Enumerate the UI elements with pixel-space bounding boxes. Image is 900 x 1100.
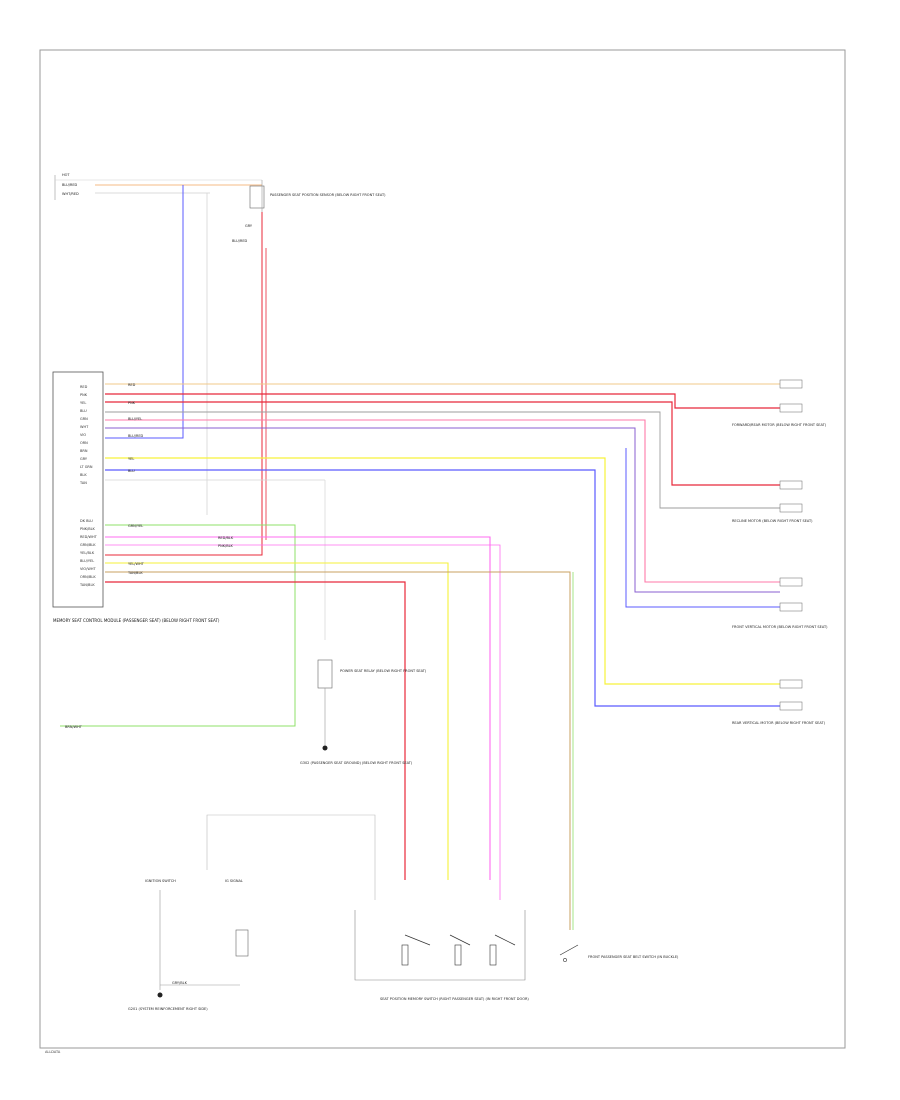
ground-bottom-label: G201 (SYSTEM REINFORCEMENT RIGHT SIDE) xyxy=(128,1007,208,1011)
wire-yellow-motor4 xyxy=(105,457,780,685)
module-pin: ORN xyxy=(80,441,88,445)
module-pin: YEL xyxy=(80,401,86,405)
sensor-pin-b: BLU/RED xyxy=(232,239,248,243)
wire-tag-labels: RED PNK BLU/YEL BLU/RED YEL BLU GRN/YEL … xyxy=(65,383,234,729)
top-hot-label: HOT xyxy=(62,173,70,177)
wire-red-sensor-1 xyxy=(105,212,263,556)
wire-yellow-switch xyxy=(105,562,449,880)
module-pin: BLU xyxy=(80,409,87,413)
top-wire1-label: BLU/RED xyxy=(62,183,78,187)
module-pin: GRY xyxy=(80,457,88,461)
motor-labels: FORWARD/REAR MOTOR (BELOW RIGHT FRONT SE… xyxy=(732,379,828,725)
module-pin: TAN xyxy=(79,481,87,485)
motor4-label: REAR VERTICAL MOTOR (BELOW RIGHT FRONT S… xyxy=(732,721,826,725)
wire-gray-motor2 xyxy=(105,411,780,509)
wire-tag: GRN/YEL xyxy=(128,524,143,528)
wire-pink-switch xyxy=(105,536,491,880)
sensor-pin-a: GRY xyxy=(245,224,253,228)
wire-pink-motor3 xyxy=(105,419,780,583)
wire-blue-motor3b xyxy=(625,448,780,608)
module-pin: GRN/BLK xyxy=(80,543,96,547)
ign2-label: IG SIGNAL xyxy=(225,879,243,883)
bottom-section: IGNITION SWITCH IG SIGNAL GRY/BLK G201 (… xyxy=(128,814,679,1011)
ground-mid-icon xyxy=(322,745,328,751)
control-module-block xyxy=(52,371,104,608)
passenger-seat-position-sensor: PASSENGER SEAT POSITION SENSOR (BELOW RI… xyxy=(232,180,386,243)
module-pin: BLK xyxy=(80,473,87,477)
module-pin: BRN xyxy=(80,449,88,453)
module-pin: WHT xyxy=(80,425,89,429)
wire-tag: TAN/BLK xyxy=(127,571,143,575)
switch-block-label: SEAT POSITION MEMORY SWITCH (RIGHT PASSE… xyxy=(380,997,529,1001)
top-connector: HOT BLU/RED WHT/RED xyxy=(54,173,262,200)
wire-red-motor1 xyxy=(105,393,780,409)
wire-magenta-switch xyxy=(105,544,501,900)
motor3-label: FRONT VERTICAL MOTOR (BELOW RIGHT FRONT … xyxy=(732,625,828,629)
wire-red-motor2 xyxy=(105,401,780,486)
module-pin: DK BLU xyxy=(80,519,93,523)
module-pin: PNK/BLK xyxy=(80,527,96,531)
wire-tag: RED xyxy=(128,383,136,387)
diagram-border xyxy=(39,49,846,1049)
motor2-label: RECLINE MOTOR (BELOW RIGHT FRONT SEAT) xyxy=(732,519,813,523)
wire-tag: BLU xyxy=(128,469,135,473)
module-pin: TAN/BLK xyxy=(79,583,95,587)
module-pin-labels: RED PNK YEL BLU GRN WHT VIO ORN BRN GRY … xyxy=(79,385,98,587)
sensor-label: PASSENGER SEAT POSITION SENSOR (BELOW RI… xyxy=(270,193,386,197)
module-pin: GRN xyxy=(80,417,88,421)
wire-tan-switch xyxy=(105,571,571,930)
belt-switch-label: FRONT PASSENGER SEAT BELT SWITCH (IN BUC… xyxy=(588,955,679,959)
wire-tag: PNK/BLK xyxy=(218,544,234,548)
ign1-label: IGNITION SWITCH xyxy=(145,879,176,883)
module-pin: ORN/BLK xyxy=(80,575,96,579)
wire-violet-motor3 xyxy=(105,427,780,593)
wire-tag: YEL/WHT xyxy=(128,562,145,566)
wire-tag: YEL xyxy=(128,457,134,461)
ground-mid-label: G302 (PASSENGER SEAT GROUND) (BELOW RIGH… xyxy=(300,761,413,765)
bottom-wire-label: GRY/BLK xyxy=(172,981,188,985)
wire-tag: BRN/WHT xyxy=(65,725,83,729)
motor-wires xyxy=(105,383,780,707)
wire-green-left xyxy=(60,524,296,727)
module-pin: VIO/WHT xyxy=(80,567,96,571)
module-pin: RED xyxy=(80,385,88,389)
wire-tag: PNK xyxy=(128,401,136,405)
top-wire2-label: WHT/RED xyxy=(62,192,79,196)
switch-wires xyxy=(60,524,574,930)
power-seat-relay: POWER SEAT RELAY (BELOW RIGHT FRONT SEAT… xyxy=(300,659,427,765)
relay-label: POWER SEAT RELAY (BELOW RIGHT FRONT SEAT… xyxy=(340,669,427,673)
wire-tag: BLU/YEL xyxy=(128,417,142,421)
wire-red-switch xyxy=(105,581,406,880)
module-pin: PNK xyxy=(80,393,88,397)
module-pin: LT GRN xyxy=(80,465,93,469)
seat-belt-switch: FRONT PASSENGER SEAT BELT SWITCH (IN BUC… xyxy=(559,944,679,962)
wire-tag: BLU/RED xyxy=(128,434,144,438)
wire-blue-motor4 xyxy=(105,469,780,707)
module-pin: VIO xyxy=(80,433,86,437)
module-pin: RED/WHT xyxy=(80,535,98,539)
memory-switch-block: SEAT POSITION MEMORY SWITCH (RIGHT PASSE… xyxy=(354,910,529,1001)
module-pin: YEL/BLK xyxy=(80,551,95,555)
control-module-label: MEMORY SEAT CONTROL MODULE (PASSENGER SE… xyxy=(53,618,220,623)
ground-bottom-icon xyxy=(157,992,163,998)
footer-label: ALLDATA xyxy=(45,1050,61,1054)
module-pin: BLU/YEL xyxy=(80,559,94,563)
wire-blue-vertical xyxy=(105,185,184,439)
motor1-label: FORWARD/REAR MOTOR (BELOW RIGHT FRONT SE… xyxy=(732,423,827,427)
wire-tag: RED/BLK xyxy=(218,536,234,540)
